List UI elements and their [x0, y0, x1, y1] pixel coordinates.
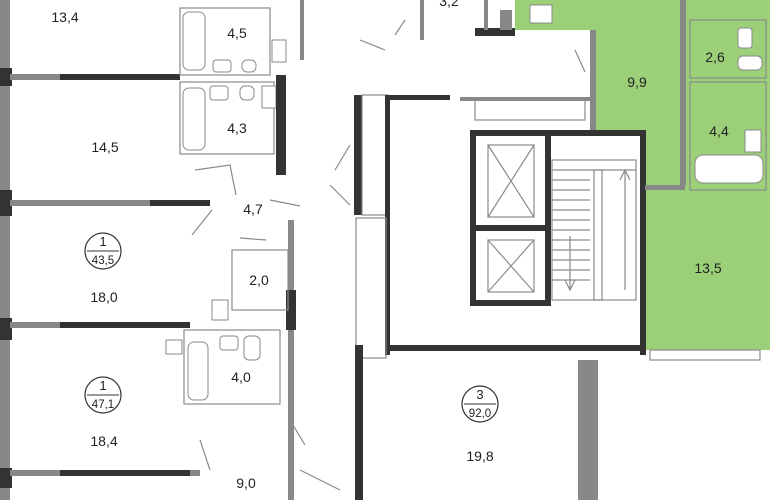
outer-wall	[578, 360, 598, 500]
partition-wall	[680, 0, 686, 185]
partition-wall	[10, 200, 210, 206]
room-area-label: 4,0	[231, 369, 251, 385]
shaft-outline	[355, 217, 387, 359]
apartment-badge[interactable]: 3 92,0	[461, 385, 499, 423]
shaft-outline	[474, 99, 586, 121]
highlighted-apartment-area	[515, 0, 770, 350]
shaft-wall	[354, 95, 362, 215]
apartment-rooms-count: 1	[99, 378, 106, 393]
core-wall	[286, 290, 296, 330]
core-wall	[545, 130, 551, 306]
apartment-total-area: 92,0	[469, 408, 491, 420]
washer-icon	[744, 129, 762, 153]
door-swings	[359, 19, 586, 73]
corridor-wall	[355, 345, 363, 500]
washer-icon	[271, 39, 287, 63]
toilet-icon	[239, 85, 255, 101]
washer-icon	[165, 339, 183, 355]
door-swings	[199, 419, 341, 491]
apartment-badge[interactable]: 1 47,1	[84, 376, 122, 414]
room-area-label: 13,5	[694, 260, 721, 276]
room-area-label: 18,4	[90, 433, 117, 449]
room-area-label: 4,4	[709, 123, 729, 139]
room-area-label: 2,0	[249, 272, 269, 288]
room-area-label: 18,0	[90, 289, 117, 305]
corridor-wall	[484, 0, 488, 30]
elevator-icon	[487, 144, 535, 218]
toilet-icon	[241, 59, 257, 73]
window-icon	[649, 349, 761, 361]
partition-wall	[60, 74, 180, 80]
core-wall	[276, 75, 286, 175]
corridor-wall	[500, 10, 512, 30]
partition-wall	[60, 322, 190, 328]
room-area-label: 19,8	[466, 448, 493, 464]
highlighted-apartment[interactable]	[515, 0, 770, 350]
room-area-label: 9,0	[236, 475, 256, 491]
bathtub-icon	[187, 341, 209, 401]
partition-wall	[590, 30, 596, 130]
bathroom-outline	[183, 329, 281, 405]
stairs-icon	[551, 159, 637, 301]
room-area-label: 2,6	[705, 49, 725, 65]
core-wall	[470, 130, 476, 305]
partition-wall	[150, 200, 210, 206]
core-wall	[460, 97, 590, 101]
washer-icon	[211, 299, 229, 321]
apartment-rooms-count: 3	[476, 387, 483, 402]
room-area-label: 9,9	[627, 74, 647, 90]
partition-wall	[60, 470, 190, 476]
sink-icon	[209, 85, 229, 101]
room-area-label: 3,2	[439, 0, 459, 9]
shaft-wall	[385, 95, 390, 355]
room-area-label: 14,5	[91, 139, 118, 155]
room-area-label: 4,7	[243, 201, 263, 217]
corridor-wall	[420, 0, 424, 40]
sink-icon	[219, 335, 239, 351]
apartment-badge[interactable]: 1 43,5	[84, 232, 122, 270]
core-wall	[388, 95, 450, 100]
door-swings	[329, 144, 351, 206]
bathroom-outline	[689, 19, 767, 79]
apartment-total-area: 43,5	[92, 255, 114, 267]
bathroom-outline	[179, 81, 275, 155]
left-wall-column	[0, 468, 12, 488]
room-area-label: 4,3	[227, 120, 247, 136]
left-wall-column	[0, 68, 12, 86]
bathtub-icon	[182, 87, 206, 151]
partition-wall	[645, 185, 685, 190]
core-wall	[475, 28, 515, 36]
sink-icon	[212, 59, 232, 73]
shaft-outline	[361, 94, 389, 216]
bathtub-icon	[694, 154, 764, 184]
core-wall	[470, 130, 645, 136]
core-wall	[470, 300, 548, 306]
bathroom-outline	[179, 7, 271, 76]
core-wall	[470, 225, 548, 231]
room-area-label: 13,4	[51, 9, 78, 25]
washer-icon	[529, 4, 553, 24]
bathtub-icon	[182, 11, 206, 71]
washer-icon	[261, 85, 277, 109]
sink-icon	[737, 27, 753, 49]
door-swings	[191, 164, 301, 241]
bathroom-outline	[689, 81, 767, 191]
corridor-wall	[300, 0, 304, 60]
apartment-total-area: 47,1	[92, 399, 114, 411]
closet-outline	[231, 249, 289, 311]
outer-left-wall	[0, 0, 10, 500]
core-wall	[390, 345, 640, 351]
apartment-rooms-count: 1	[99, 234, 106, 249]
left-wall-column	[0, 190, 12, 216]
toilet-icon	[243, 335, 261, 361]
toilet-icon	[737, 55, 763, 71]
corridor-wall	[288, 220, 294, 500]
room-area-label: 4,5	[227, 25, 247, 41]
elevator-icon	[487, 239, 535, 293]
left-wall-column	[0, 318, 12, 340]
core-wall	[640, 130, 646, 355]
